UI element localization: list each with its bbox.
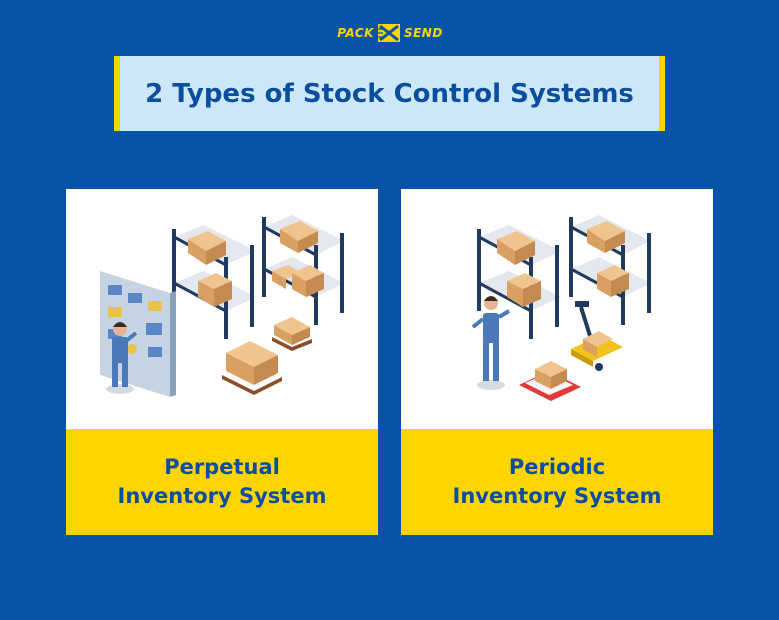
title-banner: 2 Types of Stock Control Systems bbox=[114, 56, 665, 131]
card-title-line2: Inventory System bbox=[117, 484, 327, 508]
card-title-line1: Periodic bbox=[508, 455, 606, 479]
worker-figure-icon bbox=[106, 322, 138, 394]
digital-display-icon bbox=[100, 271, 176, 397]
periodic-warehouse-illustration bbox=[471, 215, 651, 401]
card-periodic: Periodic Inventory System bbox=[401, 189, 713, 535]
pallet-box-icon bbox=[519, 361, 581, 401]
pallet-jack-icon bbox=[571, 301, 623, 371]
card-label-perpetual: Perpetual Inventory System bbox=[66, 429, 378, 535]
worker-figure-icon bbox=[471, 296, 511, 390]
page-title: 2 Types of Stock Control Systems bbox=[145, 78, 634, 109]
pallet-box-icon bbox=[222, 341, 282, 395]
card-title-line2: Inventory System bbox=[452, 484, 662, 508]
logo-mark-icon bbox=[377, 24, 400, 42]
shelf-unit-icon bbox=[262, 215, 344, 325]
shelf-unit-icon bbox=[477, 225, 561, 339]
shelf-unit-icon bbox=[172, 225, 256, 339]
card-label-periodic: Periodic Inventory System bbox=[401, 429, 713, 535]
shelf-unit-icon bbox=[569, 215, 651, 325]
logo-word-left: PACK bbox=[337, 26, 374, 40]
card-title-line1: Perpetual bbox=[164, 455, 280, 479]
brand-logo: PACK SEND bbox=[333, 22, 447, 44]
perpetual-warehouse-illustration bbox=[100, 215, 344, 397]
logo-word-right: SEND bbox=[403, 26, 443, 40]
card-perpetual: Perpetual Inventory System bbox=[66, 189, 378, 535]
pallet-box-icon bbox=[272, 317, 312, 351]
